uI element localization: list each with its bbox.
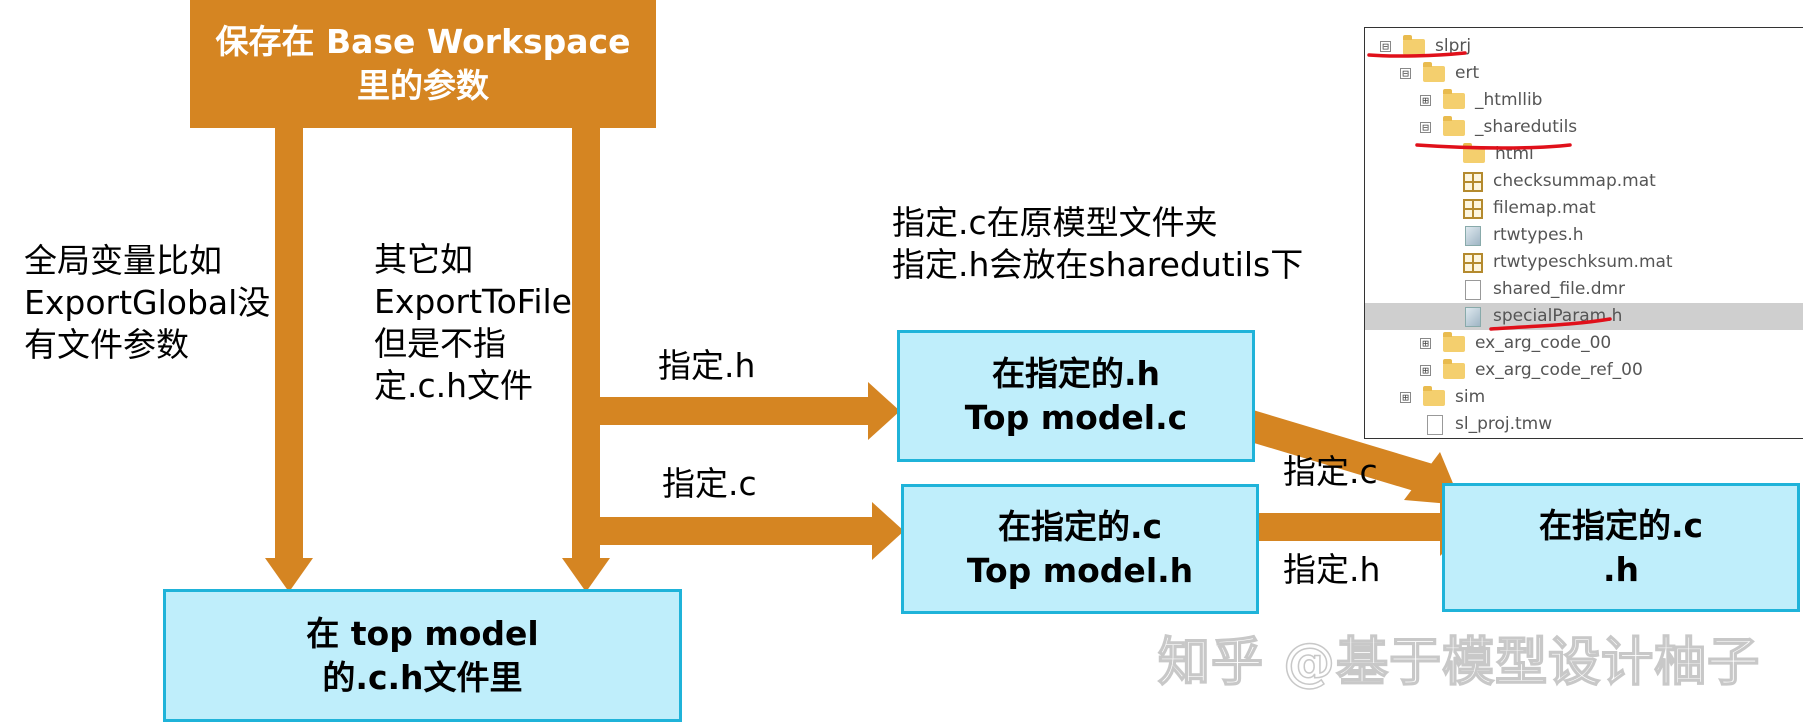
tree-item-label: slprj	[1435, 36, 1472, 56]
tree-item-sharedutils[interactable]: ⊟ _sharedutils	[1420, 114, 1577, 141]
expand-icon[interactable]: ⊞	[1420, 338, 1431, 349]
tree-item-ert[interactable]: ⊟ ert	[1400, 60, 1479, 87]
arrow-to-h-box-shaft	[600, 397, 870, 425]
middle-down-arrow-shaft	[572, 128, 600, 560]
tree-item-checksummap[interactable]: checksummap.mat	[1463, 168, 1656, 195]
specified-h-line1: 在指定的.h	[991, 354, 1161, 393]
folder-icon	[1463, 142, 1485, 163]
base-workspace-line2: 里的参数	[357, 66, 489, 105]
tree-item-sl-proj[interactable]: sl_proj.tmw	[1427, 411, 1552, 438]
tree-item-label: filemap.mat	[1493, 198, 1596, 218]
folder-icon	[1443, 358, 1465, 379]
red-underline-marks	[1367, 51, 1612, 331]
specified-h-line2: Top model.c	[964, 398, 1188, 437]
spec-note-line2: 指定.h会放在sharedutils下	[892, 245, 1304, 284]
tree-item-htmllib[interactable]: ⊞ _htmllib	[1420, 87, 1542, 114]
arrow-to-h-box-head	[868, 382, 900, 440]
arrow-label-h: 指定.h	[658, 346, 756, 385]
collapse-icon[interactable]: ⊟	[1380, 41, 1391, 52]
expand-icon[interactable]: ⊞	[1420, 365, 1431, 376]
expand-icon[interactable]: ⊞	[1400, 392, 1411, 403]
specified-ch-line2: .h	[1602, 549, 1640, 589]
file-explorer-tree: ⊟ slprj ⊟ ert ⊞ _htmllib ⊟ _sharedutils …	[1364, 27, 1803, 439]
left-note: 全局变量比如 ExportGlobal没 有文件参数	[24, 240, 270, 366]
arrow-to-c-box-shaft	[600, 517, 875, 545]
tree-item-label: checksummap.mat	[1493, 171, 1656, 191]
arrow-to-c-box-head	[872, 502, 904, 560]
folder-icon	[1443, 88, 1465, 109]
folder-icon	[1403, 34, 1425, 55]
left-down-arrow-head	[265, 558, 313, 592]
tree-item-shared-file[interactable]: shared_file.dmr	[1465, 276, 1625, 303]
collapse-icon[interactable]: ⊟	[1400, 68, 1411, 79]
base-workspace-box: 保存在 Base Workspace 里的参数	[190, 0, 656, 128]
tree-item-label: sim	[1455, 387, 1486, 407]
mat-file-icon	[1463, 252, 1483, 273]
right-arrow-label-c: 指定.c	[1283, 452, 1378, 491]
tree-item-label: rtwtypeschksum.mat	[1493, 252, 1673, 272]
tree-item-ex-arg-code[interactable]: ⊞ ex_arg_code_00	[1420, 330, 1611, 357]
tree-item-rtwtypeschksum[interactable]: rtwtypeschksum.mat	[1463, 249, 1673, 276]
middle-note-line: 但是不指	[374, 324, 506, 363]
tree-item-label: _htmllib	[1475, 90, 1543, 110]
tree-item-rtwtypes[interactable]: rtwtypes.h	[1465, 222, 1584, 249]
tree-item-label: ex_arg_code_ref_00	[1475, 360, 1643, 380]
left-note-line: 有文件参数	[24, 325, 189, 364]
header-file-icon	[1465, 225, 1481, 246]
watermark: 知乎 @基于模型设计柚子	[1157, 632, 1761, 694]
red-underline-slprj	[1367, 51, 1467, 58]
tree-item-ex-arg-code-ref[interactable]: ⊞ ex_arg_code_ref_00	[1420, 357, 1643, 384]
left-note-line: 全局变量比如	[24, 241, 222, 280]
folder-icon	[1423, 385, 1445, 406]
tree-item-label: ex_arg_code_00	[1475, 333, 1612, 353]
mat-file-icon	[1463, 171, 1483, 192]
middle-down-arrow-head	[562, 558, 610, 592]
tree-item-label: sl_proj.tmw	[1455, 414, 1553, 434]
mat-file-icon	[1463, 198, 1483, 219]
top-model-box: 在 top model 的.c.h文件里	[163, 589, 682, 722]
specified-ch-line1: 在指定的.c	[1538, 505, 1704, 545]
tree-item-label: rtwtypes.h	[1493, 225, 1584, 245]
middle-note-line: 定.c.h文件	[374, 366, 534, 405]
base-workspace-line1: 保存在 Base Workspace	[215, 22, 631, 61]
middle-note-line: ExportToFile	[374, 282, 572, 321]
file-icon	[1465, 279, 1481, 300]
diagonal-arrow-shaft	[1224, 404, 1443, 497]
red-underline-sharedutils	[1415, 143, 1572, 150]
header-file-icon	[1465, 306, 1481, 327]
left-note-line: ExportGlobal没	[24, 283, 271, 322]
folder-icon	[1443, 115, 1465, 136]
folder-icon	[1443, 331, 1465, 352]
specified-c-line1: 在指定的.c	[997, 507, 1163, 546]
specified-ch-box: 在指定的.c .h	[1442, 483, 1800, 612]
tree-item-slprj[interactable]: ⊟ slprj	[1380, 33, 1471, 60]
tree-item-specialparam[interactable]: specialParam.h	[1365, 303, 1803, 330]
folder-icon	[1423, 61, 1445, 82]
collapse-icon[interactable]: ⊟	[1420, 122, 1431, 133]
arrow-label-c: 指定.c	[662, 464, 757, 503]
middle-note-line: 其它如	[374, 240, 473, 279]
specified-c-box: 在指定的.c Top model.h	[901, 484, 1259, 614]
tree-item-sim[interactable]: ⊞ sim	[1400, 384, 1485, 411]
middle-note: 其它如 ExportToFile 但是不指 定.c.h文件	[374, 239, 572, 407]
left-down-arrow-shaft	[275, 128, 303, 560]
right-arrow-label-h: 指定.h	[1283, 550, 1381, 589]
expand-icon[interactable]: ⊞	[1420, 95, 1431, 106]
specified-c-line2: Top model.h	[966, 551, 1194, 590]
tree-item-filemap[interactable]: filemap.mat	[1463, 195, 1596, 222]
spec-note: 指定.c在原模型文件夹 指定.h会放在sharedutils下	[892, 202, 1303, 286]
spec-note-line1: 指定.c在原模型文件夹	[892, 203, 1218, 242]
file-icon	[1427, 414, 1443, 435]
specified-h-box: 在指定的.h Top model.c	[897, 330, 1255, 462]
top-model-line2: 的.c.h文件里	[322, 657, 523, 697]
tree-item-label: _sharedutils	[1475, 117, 1578, 137]
tree-item-label: shared_file.dmr	[1493, 279, 1626, 299]
red-underline-specialparam	[1489, 317, 1612, 331]
top-model-line1: 在 top model	[306, 613, 539, 653]
tree-item-label: ert	[1455, 63, 1480, 83]
